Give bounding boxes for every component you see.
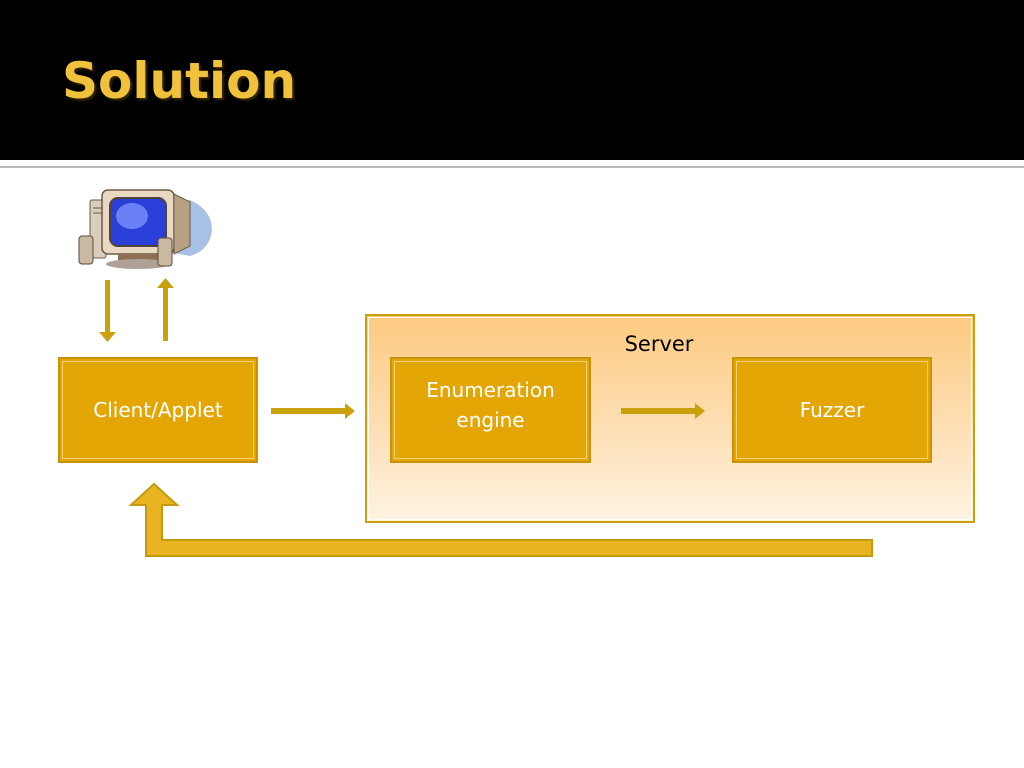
title-bar: Solution (0, 0, 1024, 160)
arrow-client-to-computer (157, 278, 174, 341)
fuzzer-node: Fuzzer (732, 357, 932, 463)
client-applet-node: Client/Applet (58, 357, 258, 463)
enumeration-engine-label: Enumeration engine (426, 378, 555, 432)
arrow-enumeration-to-fuzzer (621, 403, 705, 419)
arrow-client-to-server (271, 403, 355, 419)
enumeration-engine-node: Enumeration engine (390, 357, 591, 463)
desktop-computer-icon (78, 189, 212, 269)
fuzzer-label: Fuzzer (799, 398, 865, 422)
slide-title: Solution (62, 52, 297, 110)
arrow-computer-to-client (99, 280, 116, 342)
arrow-fuzzer-back-to-client (128, 482, 873, 557)
title-divider (0, 160, 1024, 168)
client-applet-label: Client/Applet (93, 398, 223, 422)
server-label: Server (624, 332, 694, 356)
